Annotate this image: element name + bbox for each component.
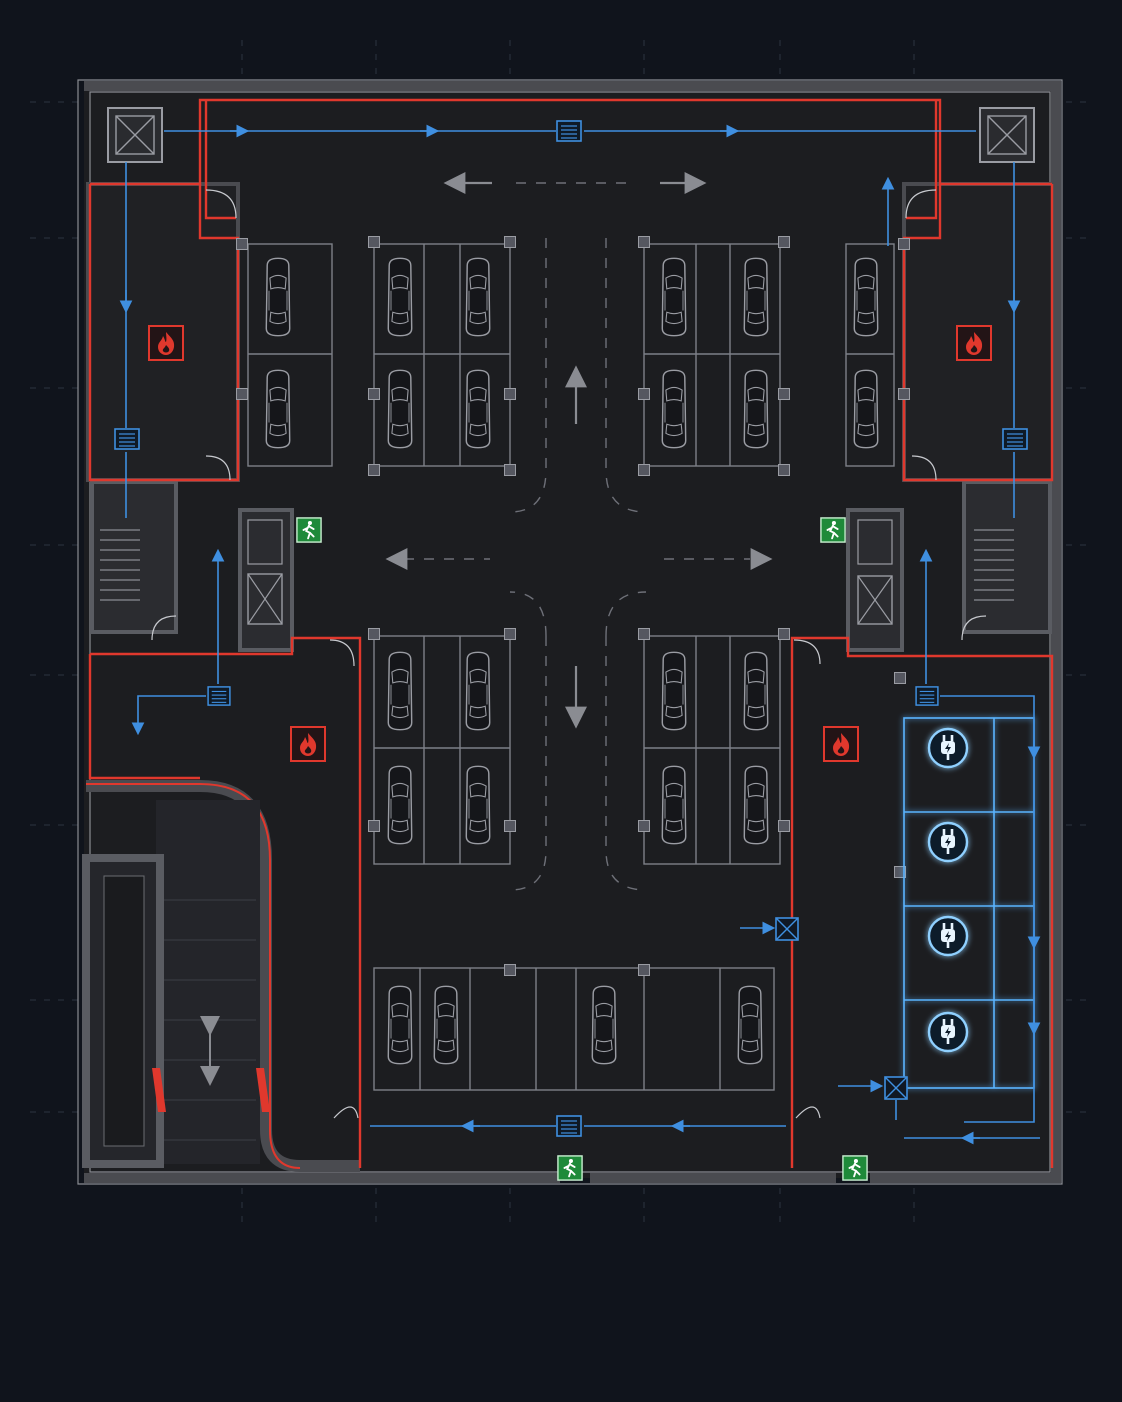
fire-icon bbox=[148, 325, 184, 361]
outer-walls bbox=[84, 81, 1061, 1183]
vent-icon bbox=[556, 120, 582, 142]
car-icon bbox=[853, 257, 879, 337]
car-icon bbox=[661, 651, 687, 731]
ev-charging-zone bbox=[903, 717, 1035, 1089]
corner-shaft-left bbox=[107, 107, 163, 163]
car-icon bbox=[743, 765, 769, 845]
exit-icon bbox=[296, 517, 322, 543]
vent-icon bbox=[207, 686, 231, 706]
ev-charger-icon bbox=[927, 1011, 969, 1053]
car-icon bbox=[265, 369, 291, 449]
car-icon bbox=[661, 765, 687, 845]
car-icon bbox=[465, 257, 491, 337]
fire-compartment-lines bbox=[88, 98, 1054, 1168]
car-icon bbox=[433, 985, 459, 1065]
vent-icon bbox=[1002, 428, 1028, 450]
car-icon bbox=[661, 369, 687, 449]
corner-shaft-right bbox=[979, 107, 1035, 163]
vent-icon bbox=[915, 686, 939, 706]
exit-icon bbox=[842, 1155, 868, 1181]
car-icon bbox=[465, 369, 491, 449]
vent-icon bbox=[556, 1115, 582, 1137]
door-swings bbox=[151, 189, 987, 1119]
car-icon bbox=[387, 369, 413, 449]
car-icon bbox=[387, 257, 413, 337]
car-icon bbox=[387, 765, 413, 845]
fire-icon bbox=[823, 726, 859, 762]
lane-markings bbox=[404, 182, 750, 891]
car-icon bbox=[661, 257, 687, 337]
vehicle-ramp bbox=[82, 780, 360, 1172]
stair-core-left bbox=[90, 480, 294, 652]
car-icon bbox=[591, 985, 617, 1065]
parking-bay-lines bbox=[247, 243, 895, 1091]
car-icon bbox=[465, 651, 491, 731]
car-icon bbox=[387, 651, 413, 731]
exit-icon bbox=[820, 517, 846, 543]
fan-icon bbox=[884, 1076, 908, 1100]
fire-icon bbox=[290, 726, 326, 762]
exit-icon bbox=[557, 1155, 583, 1181]
ventilation-ducts bbox=[119, 124, 1041, 1145]
car-icon bbox=[743, 257, 769, 337]
car-icon bbox=[743, 369, 769, 449]
car-icon bbox=[853, 369, 879, 449]
ev-charger-icon bbox=[927, 821, 969, 863]
ev-charger-icon bbox=[927, 727, 969, 769]
traffic-arrows bbox=[385, 172, 773, 729]
car-icon bbox=[737, 985, 763, 1065]
stair-core-right bbox=[846, 480, 1052, 652]
car-icon bbox=[265, 257, 291, 337]
fan-icon bbox=[775, 917, 799, 941]
car-icon bbox=[465, 765, 491, 845]
car-icon bbox=[743, 651, 769, 731]
car-icon bbox=[387, 985, 413, 1065]
ev-charger-icon bbox=[927, 915, 969, 957]
vent-icon bbox=[114, 428, 140, 450]
fire-icon bbox=[956, 325, 992, 361]
